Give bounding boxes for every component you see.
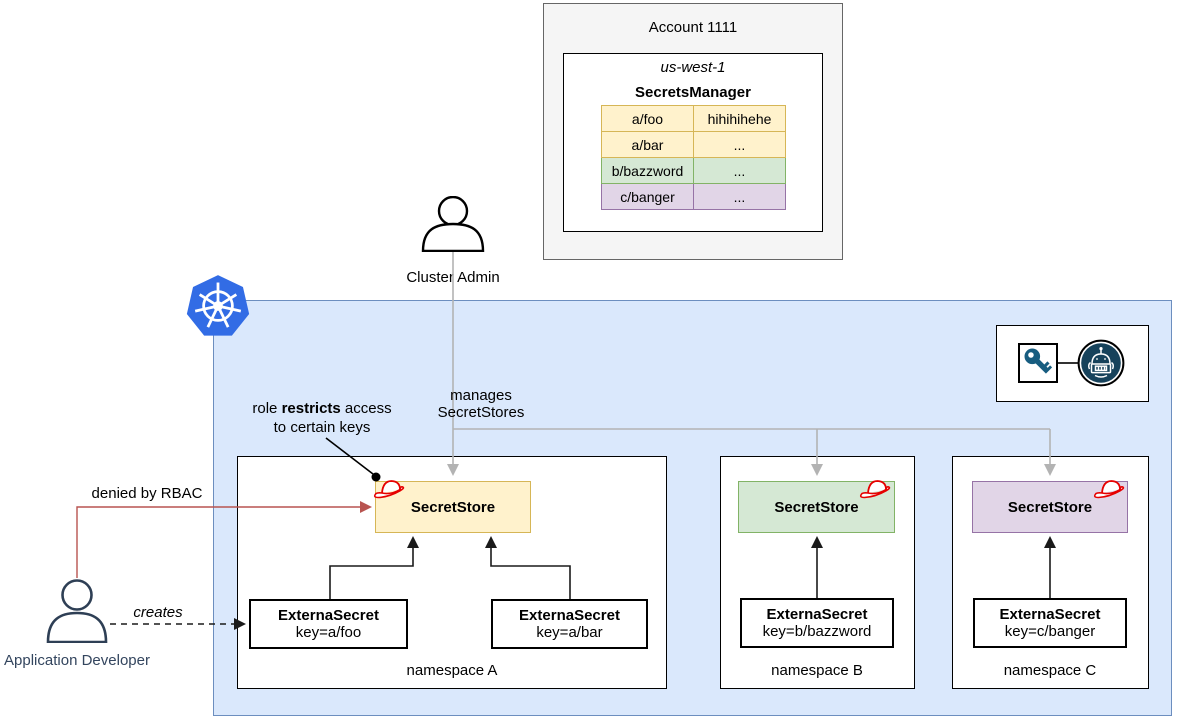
account-title: Account 1111 [648,19,738,36]
eso-connector-line [1058,362,1078,364]
secret-key-cell: b/bazzword [601,157,694,184]
key-icon [1024,348,1053,374]
redhat-icon [859,480,891,499]
externalsecret-a-foo: ExternaSecret key=a/foo [249,599,408,649]
externalsecret-c: ExternaSecret key=c/banger [973,598,1127,648]
robot-icon [1077,339,1125,387]
externalsecret-key: key=b/bazzword [762,623,872,640]
secret-value-cell: ... [693,183,786,210]
secret-value-cell: ... [693,131,786,158]
cluster-admin-icon [421,196,485,252]
application-developer-label: Application Developer [4,652,150,669]
redhat-icon [373,480,405,499]
externalsecret-title: ExternaSecret [278,607,379,624]
manages-label: manages SecretStores [437,387,525,421]
namespace-b-label: namespace B [771,662,863,679]
table-row: b/bazzword ... [601,157,786,184]
externalsecret-key: key=c/banger [1004,623,1096,640]
secrets-table: a/foo hihihihehe a/bar ... b/bazzword ..… [601,105,786,210]
namespace-a-label: namespace A [406,662,498,679]
secret-key-cell: a/foo [601,105,694,132]
role-restricts-label: role restricts access to certain keys [252,400,392,436]
application-developer-icon [46,579,108,643]
service-label: SecretsManager [635,84,751,101]
table-row: a/bar ... [601,131,786,158]
secretstore-c-label: SecretStore [1007,498,1093,516]
externalsecret-key: key=a/bar [536,624,603,641]
secret-value-cell: hihihihehe [693,105,786,132]
creates-label: creates [133,604,183,621]
secretstore-b-label: SecretStore [774,498,859,516]
externalsecret-title: ExternaSecret [999,606,1101,623]
kubernetes-logo-icon [186,275,250,336]
secret-key-cell: a/bar [601,131,694,158]
externalsecret-key: key=a/foo [295,624,362,641]
cluster-admin-label: Cluster Admin [406,269,500,286]
region-label: us-west-1 [660,59,726,76]
namespace-c-label: namespace C [1003,662,1097,679]
denied-by-rbac-label: denied by RBAC [91,485,203,502]
externalsecret-a-bar: ExternaSecret key=a/bar [491,599,648,649]
secret-value-cell: ... [693,157,786,184]
secretstore-a-label: SecretStore [410,498,496,516]
table-row: c/banger ... [601,183,786,210]
externalsecret-title: ExternaSecret [519,607,620,624]
externalsecret-b: ExternaSecret key=b/bazzword [740,598,894,648]
externalsecret-title: ExternaSecret [766,606,868,623]
redhat-icon [1093,480,1125,499]
table-row: a/foo hihihihehe [601,105,786,132]
secret-key-cell: c/banger [601,183,694,210]
